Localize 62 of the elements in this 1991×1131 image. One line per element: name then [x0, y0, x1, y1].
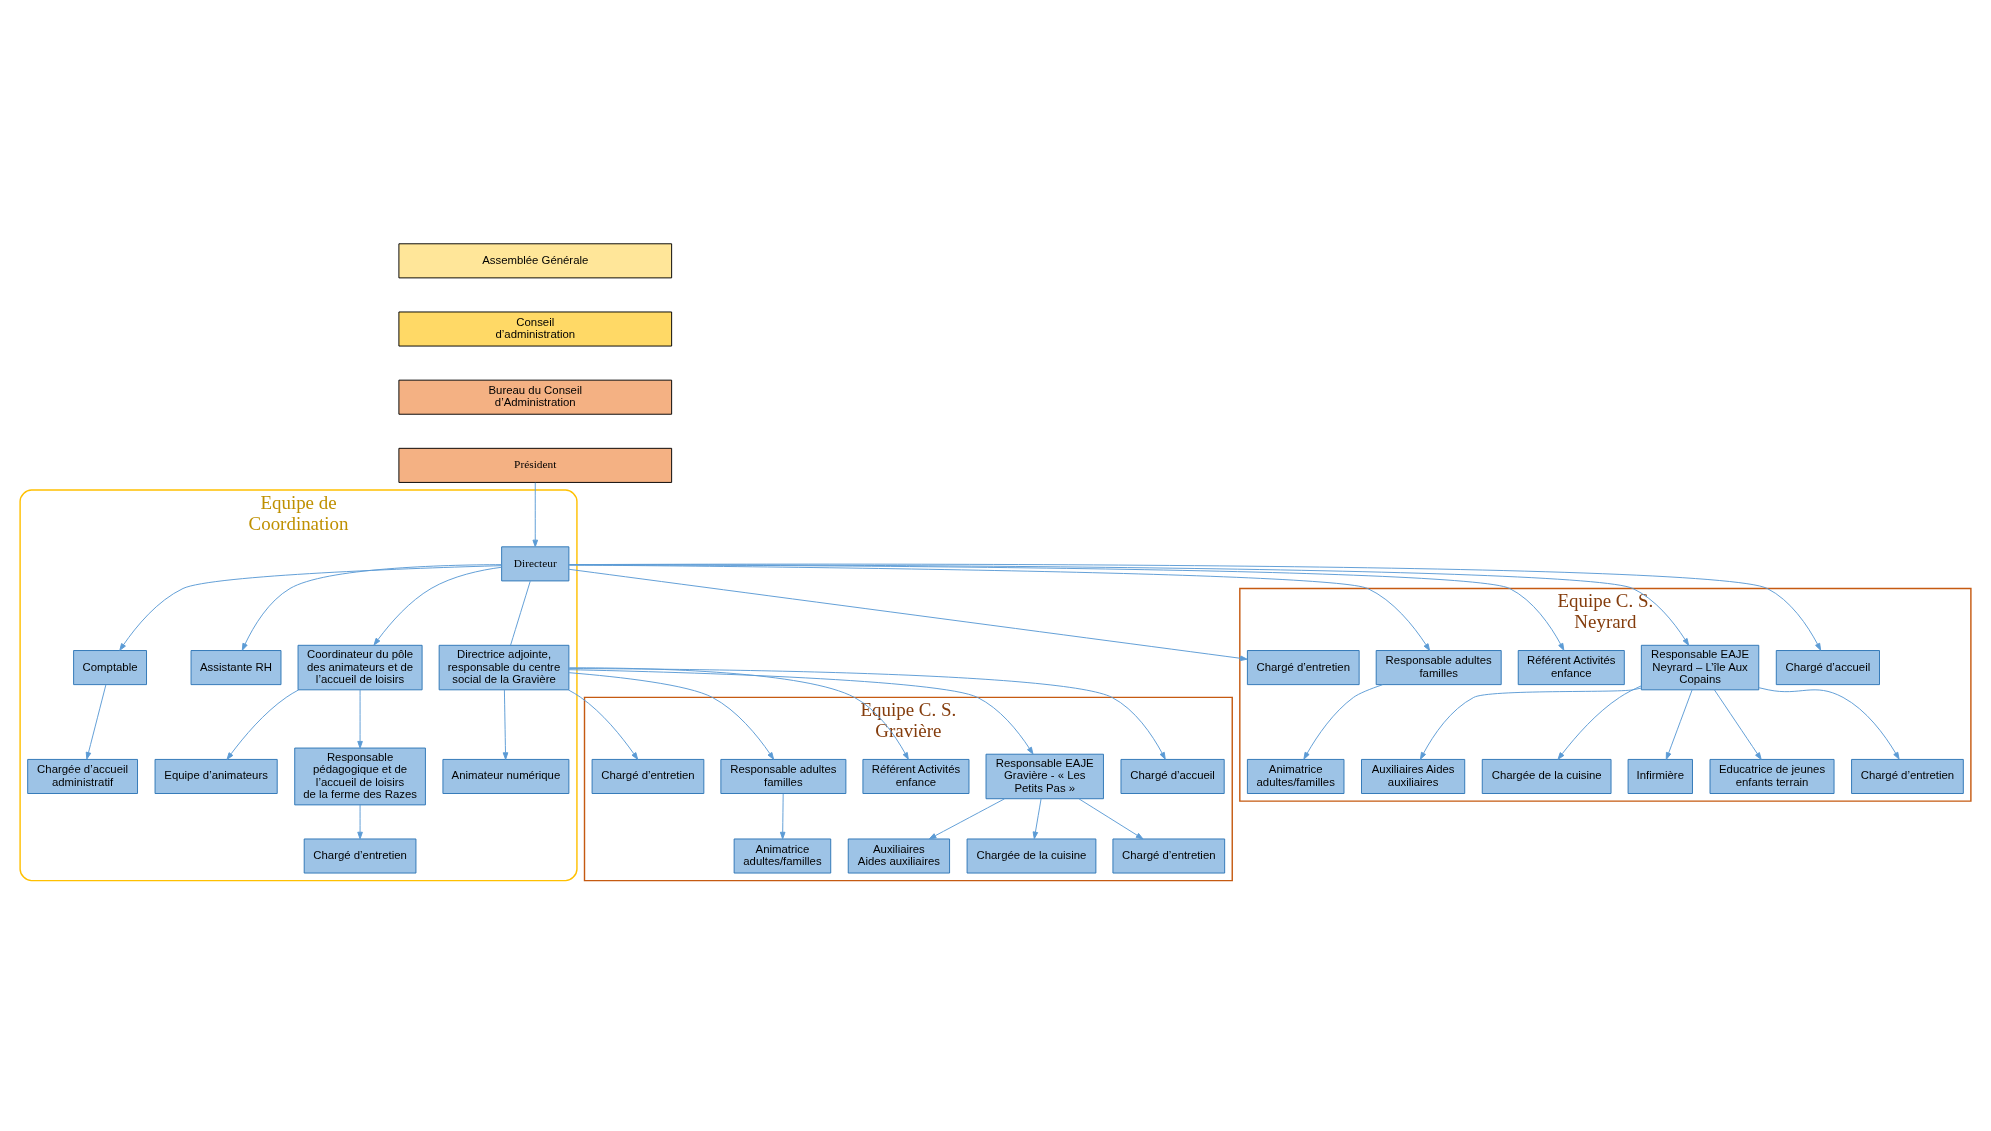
- node-box: Chargé d’entretien: [1851, 758, 1964, 794]
- node-box: Référent Activités enfance: [1517, 649, 1625, 685]
- arrow: [568, 568, 1248, 661]
- node-box: Infirmière: [1627, 758, 1693, 794]
- arrow: [928, 797, 1005, 839]
- arrow: [779, 792, 786, 839]
- arrow: [85, 683, 107, 760]
- arrow: [357, 804, 363, 839]
- arrow: [357, 688, 363, 749]
- arrow: [568, 671, 775, 760]
- node-box: Coordinateur du pôle des animateurs et de l’accueil de loisirs: [297, 644, 423, 690]
- node-box: Chargé d’accueil: [1775, 649, 1880, 685]
- arrow: [568, 563, 1822, 651]
- node-box: Chargé d’entretien: [303, 838, 417, 874]
- arrow: [568, 688, 639, 760]
- connector: [510, 580, 531, 645]
- node-box: Chargé d’entretien: [591, 758, 705, 794]
- arrow: [532, 481, 539, 547]
- node-box: Chargée de la cuisine: [966, 838, 1097, 874]
- arrow: [241, 563, 502, 651]
- arrow: [226, 689, 299, 760]
- node-box: Président: [398, 447, 673, 483]
- node-box: Animatrice adultes/familles: [733, 838, 832, 874]
- node-box: Responsable adultes familles: [1375, 649, 1502, 685]
- arrow: [568, 666, 909, 760]
- node-box: Bureau du Conseil d’Administration: [398, 379, 673, 415]
- arrow: [1032, 798, 1042, 839]
- arrow: [1713, 688, 1762, 760]
- arrow: [568, 563, 1690, 646]
- arrow: [502, 688, 509, 760]
- node-box: Animateur numérique: [442, 758, 570, 794]
- node-box: Conseil d’administration: [398, 311, 673, 347]
- node-box: Comptable: [73, 649, 147, 685]
- arrow: [373, 566, 502, 645]
- node-box: Chargé d’accueil: [1120, 758, 1225, 794]
- arrow: [1303, 683, 1384, 760]
- node-box: Chargée de la cuisine: [1481, 758, 1612, 794]
- node-box: Auxiliaires Aides auxiliaires: [847, 838, 951, 874]
- node-box: Assistante RH: [190, 649, 282, 685]
- arrow: [568, 668, 1034, 754]
- arrow: [1419, 687, 1642, 760]
- node-box: Responsable adultes familles: [720, 758, 847, 794]
- node-box: Chargé d’entretien: [1246, 649, 1360, 685]
- node-box: Assemblée Générale: [398, 242, 673, 278]
- node-box: Chargée d’accueil administratif: [27, 758, 138, 794]
- node-box: Responsable EAJE Neyrard – L’île Aux Copains: [1640, 644, 1760, 690]
- node-box: Directrice adjointe, responsable du centre social de la Gravière: [438, 644, 570, 690]
- arrow: [568, 667, 1166, 760]
- node-box: Animatrice adultes/familles: [1246, 758, 1345, 794]
- node-box: Chargé d’entretien: [1112, 838, 1226, 874]
- node-box: Responsable pédagogique et de l’accueil de loisirs de la ferme des Razes: [294, 747, 426, 805]
- arrow: [1557, 684, 1642, 760]
- node-box: Référent Activités enfance: [862, 758, 970, 794]
- arrow: [1078, 797, 1144, 839]
- node-box: Directeur: [501, 545, 570, 581]
- node-box: Equipe d’animateurs: [154, 758, 278, 794]
- arrow: [1758, 686, 1900, 760]
- arrow: [119, 564, 502, 651]
- node-box: Educatrice de jeunes enfants terrain: [1709, 758, 1835, 794]
- node-box: Responsable EAJE Gravière - « Les Petits Pas »: [985, 753, 1104, 799]
- node-box: Auxiliaires Aides auxiliaires: [1361, 758, 1466, 794]
- arrow: [1665, 688, 1693, 760]
